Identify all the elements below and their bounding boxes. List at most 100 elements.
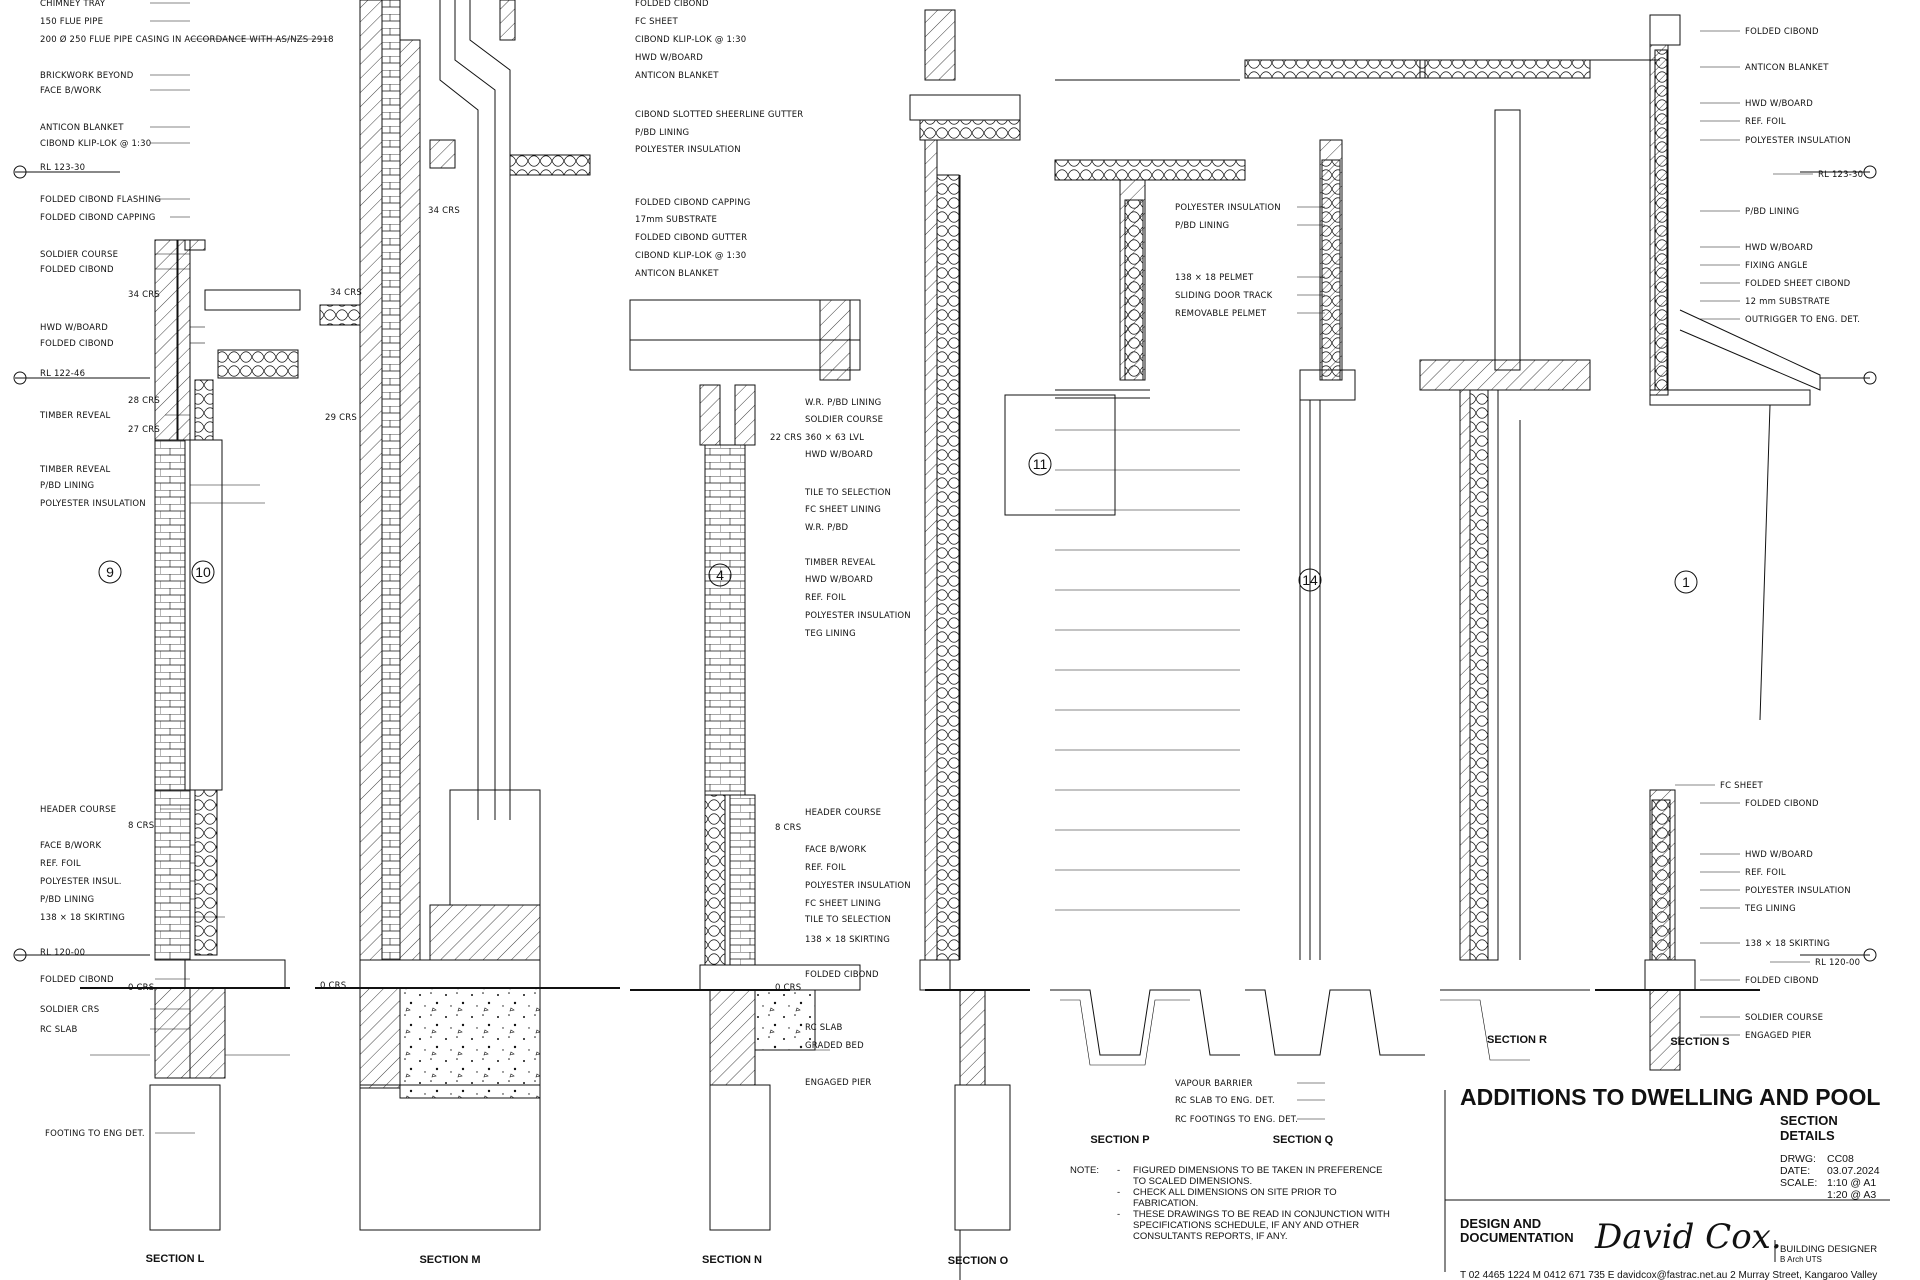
dim-5: 34 CRS: [428, 206, 460, 216]
callout-l-27: SOLDIER CRS: [40, 1005, 99, 1015]
callout-l-23: P/BD LINING: [40, 895, 94, 905]
section-p-drawing: [1004, 79, 1246, 1066]
scale-value-2: 1:20 @ A3: [1827, 1189, 1876, 1201]
note-line-2-3: CONSULTANTS REPORTS, IF ANY.: [1133, 1231, 1288, 1242]
designer-signature: David Cox.: [1594, 1217, 1782, 1257]
note-line-2-2: SPECIFICATIONS SCHEDULE, IF ANY AND OTHE…: [1133, 1220, 1359, 1231]
callout-n-15: 360 × 63 LVL: [805, 433, 864, 443]
marker-circle-5: [1674, 570, 1698, 594]
dim-8: 8 CRS: [775, 823, 801, 833]
callout-s-0: FOLDED CIBOND: [1745, 27, 1819, 37]
section-title-7: SECTION S: [1670, 1036, 1729, 1048]
marker-circle-4: [1298, 568, 1322, 592]
callout-n-22: REF. FOIL: [805, 593, 846, 603]
designer-contact: T 02 4465 1224 M 0412 671 735 E davidcox…: [1460, 1270, 1877, 1280]
date-value: 03.07.2024: [1827, 1165, 1880, 1177]
callout-l-8: FOLDED CIBOND FLASHING: [40, 195, 161, 205]
callout-s-17: TEG LINING: [1744, 904, 1796, 914]
sheet-subtitle-line2: DETAILS: [1780, 1128, 1835, 1143]
callout-l-10: SOLDIER COURSE: [40, 250, 118, 260]
section-title-3: SECTION O: [948, 1255, 1009, 1267]
marker-number-3: 11: [1033, 456, 1048, 472]
callout-l-9: FOLDED CIBOND CAPPING: [40, 213, 156, 223]
section-m-drawing: [315, 0, 620, 1231]
general-notes: NOTE: - FIGURED DIMENSIONS TO BE TAKEN IN…: [1070, 1165, 1390, 1242]
callout-l-25: RL 120-00: [40, 948, 85, 958]
notes-heading: NOTE:: [1070, 1165, 1099, 1176]
callout-n-13: W.R. P/BD LINING: [805, 398, 881, 408]
role-line2: DOCUMENTATION: [1460, 1230, 1574, 1245]
callout-l-4: FACE B/WORK: [40, 86, 101, 96]
callout-n-19: W.R. P/BD: [805, 523, 849, 533]
callout-n-33: RC SLAB: [805, 1023, 843, 1033]
callout-n-14: SOLDIER COURSE: [805, 415, 883, 425]
callout-s-13: FOLDED CIBOND: [1745, 799, 1819, 809]
callout-s-15: REF. FOIL: [1745, 868, 1786, 878]
dim-11: 0 CRS: [320, 981, 346, 991]
callout-s-7: HWD W/BOARD: [1745, 243, 1813, 253]
section-o-drawing: [909, 9, 1030, 1280]
callout-s-12: FC SHEET: [1720, 781, 1763, 791]
callout-n-10: FOLDED CIBOND GUTTER: [635, 233, 747, 243]
callout-l-11: FOLDED CIBOND: [40, 265, 114, 275]
callout-s-4: POLYESTER INSULATION: [1745, 136, 1851, 146]
callout-l-24: 138 × 18 SKIRTING: [40, 913, 125, 923]
note-line-0-1: FIGURED DIMENSIONS TO BE TAKEN IN PREFER…: [1133, 1165, 1383, 1176]
callout-s-11: OUTRIGGER TO ENG. DET.: [1745, 315, 1860, 325]
callout-n-11: CIBOND KLIP-LOK @ 1:30: [635, 251, 746, 261]
note-bullet-1: -: [1117, 1187, 1120, 1198]
callout-n-17: TILE TO SELECTION: [804, 488, 891, 498]
marker-circle-1: [191, 560, 215, 584]
callout-s-8: FIXING ANGLE: [1745, 261, 1808, 271]
callout-l-15: TIMBER REVEAL: [39, 411, 111, 421]
drwg-label: DRWG:: [1780, 1153, 1816, 1165]
callout-n-9: 17mm SUBSTRATE: [635, 215, 717, 225]
callout-s-16: POLYESTER INSULATION: [1745, 886, 1851, 896]
marker-number-1: 10: [195, 564, 211, 580]
callout-s-6: P/BD LINING: [1745, 207, 1799, 217]
callout-pq-7: RC FOOTINGS TO ENG. DET.: [1175, 1115, 1298, 1125]
section-title-0: SECTION L: [146, 1253, 205, 1265]
dim-3: 27 CRS: [128, 425, 160, 435]
callout-l-17: P/BD LINING: [40, 481, 94, 491]
callout-s-2: HWD W/BOARD: [1745, 99, 1813, 109]
callout-l-0: CHIMNEY TRAY: [40, 0, 106, 9]
date-label: DATE:: [1780, 1165, 1810, 1177]
callout-n-29: FC SHEET LINING: [805, 899, 881, 909]
designer-qual: B Arch UTS: [1780, 1255, 1822, 1264]
callout-n-1: FC SHEET: [635, 17, 678, 27]
callout-n-6: P/BD LINING: [635, 128, 689, 138]
scale-value-1: 1:10 @ A1: [1827, 1177, 1876, 1189]
section-title-4: SECTION P: [1090, 1134, 1149, 1146]
callout-n-12: ANTICON BLANKET: [635, 269, 719, 279]
callout-n-30: TILE TO SELECTION: [804, 915, 891, 925]
note-line-1-1: CHECK ALL DIMENSIONS ON SITE PRIOR TO: [1133, 1187, 1337, 1198]
callout-pq-2: 138 × 18 PELMET: [1175, 273, 1254, 283]
section-q-drawing: [1244, 59, 1426, 1056]
role-line1: DESIGN AND: [1460, 1216, 1541, 1231]
callout-l-2: 200 Ø 250 FLUE PIPE CASING IN ACCORDANCE…: [40, 34, 334, 45]
callout-n-25: HEADER COURSE: [805, 808, 881, 818]
callout-n-18: FC SHEET LINING: [805, 505, 881, 515]
callout-l-29: FOOTING TO ENG DET.: [45, 1129, 145, 1139]
callout-n-27: REF. FOIL: [805, 863, 846, 873]
section-l-drawing: [13, 165, 301, 1231]
callout-pq-0: POLYESTER INSULATION: [1175, 203, 1281, 213]
section-n-drawing: [629, 299, 861, 1231]
callout-l-26: FOLDED CIBOND: [40, 975, 114, 985]
callout-s-3: REF. FOIL: [1745, 117, 1786, 127]
designer-title: BUILDING DESIGNER: [1780, 1244, 1877, 1255]
dim-1: 34 CRS: [330, 288, 362, 298]
callout-s-1: ANTICON BLANKET: [1745, 63, 1829, 73]
sheet-subtitle-line1: SECTION: [1780, 1113, 1838, 1128]
callout-n-0: FOLDED CIBOND: [635, 0, 709, 9]
scale-label: SCALE:: [1780, 1177, 1817, 1189]
marker-circle-3: [1028, 452, 1052, 476]
callout-l-18: POLYESTER INSULATION: [40, 499, 146, 509]
dim-2: 29 CRS: [325, 413, 357, 423]
section-title-6: SECTION R: [1487, 1034, 1547, 1046]
callout-l-16: TIMBER REVEAL: [39, 465, 111, 475]
marker-number-5: 1: [1682, 574, 1690, 590]
